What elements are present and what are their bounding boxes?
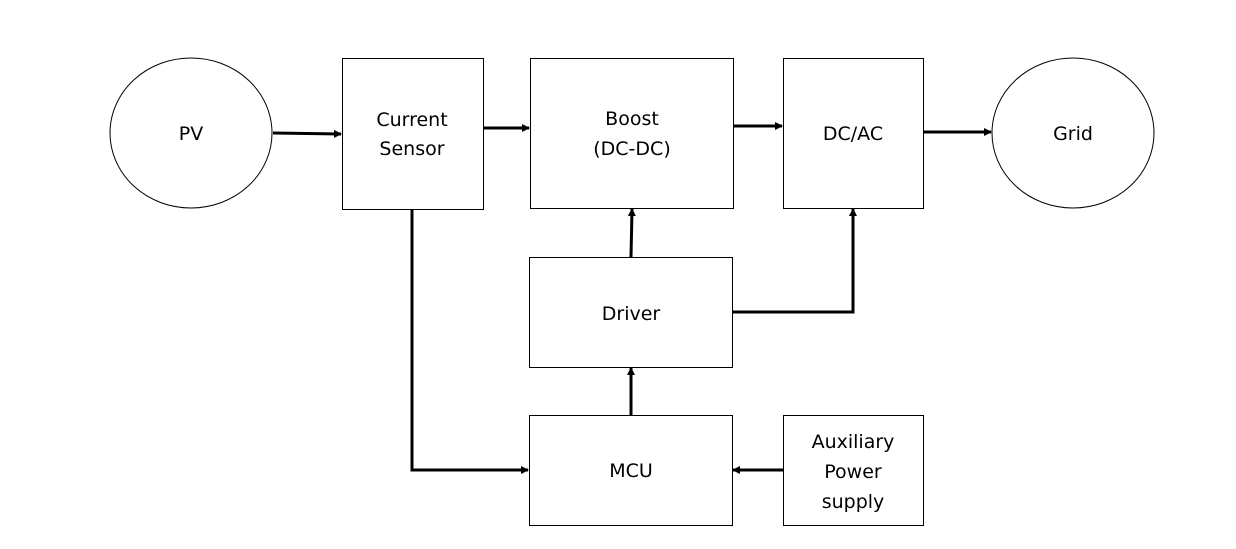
grid-label: Grid [1053, 123, 1093, 145]
driver-label: Driver [602, 303, 661, 325]
boost-label-1: Boost [605, 108, 659, 130]
current-sensor-label-2: Sensor [379, 138, 444, 160]
aux-label-1: Auxiliary [812, 431, 895, 453]
current-sensor-label-1: Current [376, 109, 447, 131]
dcac-label: DC/AC [823, 123, 883, 145]
edge-driver-to-boost [627, 208, 636, 258]
node-dcac: DC/AC [783, 58, 924, 209]
node-mcu: MCU [529, 415, 733, 526]
node-boost: Boost (DC-DC) [530, 58, 734, 209]
edge-current-sensor-to-mcu [410, 209, 529, 474]
boost-label-2: (DC-DC) [593, 138, 670, 160]
mcu-label: MCU [609, 460, 653, 482]
edge-driver-to-dcac [732, 208, 857, 314]
pv-label: PV [179, 123, 203, 145]
node-grid: Grid [991, 57, 1155, 209]
node-auxiliary-power-supply: Auxiliary Power supply [783, 415, 924, 526]
node-current-sensor: Current Sensor [342, 58, 484, 210]
node-pv: PV [109, 57, 273, 209]
aux-label-2: Power [824, 461, 882, 483]
aux-label-3: supply [822, 491, 885, 513]
edge-pv-to-current-sensor [272, 129, 342, 138]
node-driver: Driver [529, 257, 733, 368]
